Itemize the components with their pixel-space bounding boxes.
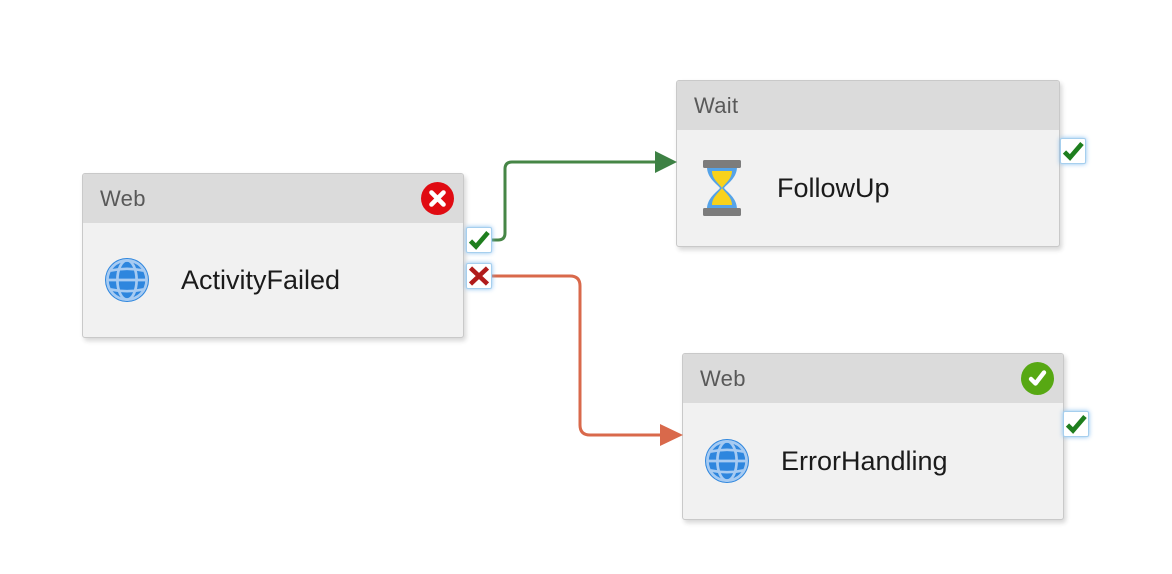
failure-output-port[interactable] bbox=[466, 263, 492, 289]
succeeded-status-badge bbox=[1021, 362, 1054, 395]
node-header: Wait bbox=[677, 81, 1059, 130]
success-output-port[interactable] bbox=[466, 227, 492, 253]
check-icon bbox=[468, 231, 490, 250]
activity-type-label: Web bbox=[700, 365, 746, 391]
activity-node-followup[interactable]: Wait FollowUp bbox=[676, 80, 1060, 247]
failed-status-badge bbox=[421, 182, 454, 215]
node-header: Web bbox=[83, 174, 463, 223]
node-body: ErrorHandling bbox=[683, 403, 1063, 519]
web-globe-icon bbox=[104, 257, 150, 303]
activity-node-errorhandling[interactable]: Web ErrorHa bbox=[682, 353, 1064, 520]
node-header: Web bbox=[683, 354, 1063, 403]
web-globe-icon bbox=[704, 438, 750, 484]
activity-name: FollowUp bbox=[777, 172, 890, 203]
connector-on-success[interactable] bbox=[492, 151, 677, 242]
activity-type-label: Wait bbox=[694, 92, 739, 118]
check-icon bbox=[1028, 370, 1047, 386]
node-body: ActivityFailed bbox=[83, 223, 463, 337]
activity-name: ErrorHandling bbox=[781, 445, 948, 476]
activity-type-label: Web bbox=[100, 185, 146, 211]
wait-hourglass-icon bbox=[698, 158, 746, 218]
activity-name: ActivityFailed bbox=[181, 264, 341, 295]
success-arrowhead-icon bbox=[655, 151, 677, 173]
failure-arrowhead-icon bbox=[660, 424, 683, 446]
success-output-port[interactable] bbox=[1063, 411, 1089, 437]
activity-node-activityfailed[interactable]: Web Activit bbox=[82, 173, 464, 338]
check-icon bbox=[1065, 415, 1087, 434]
success-output-port[interactable] bbox=[1060, 138, 1086, 164]
node-body: FollowUp bbox=[677, 130, 1059, 246]
connector-on-failure[interactable] bbox=[492, 274, 683, 446]
x-icon bbox=[429, 190, 446, 207]
x-icon bbox=[468, 266, 490, 286]
check-icon bbox=[1062, 142, 1084, 161]
